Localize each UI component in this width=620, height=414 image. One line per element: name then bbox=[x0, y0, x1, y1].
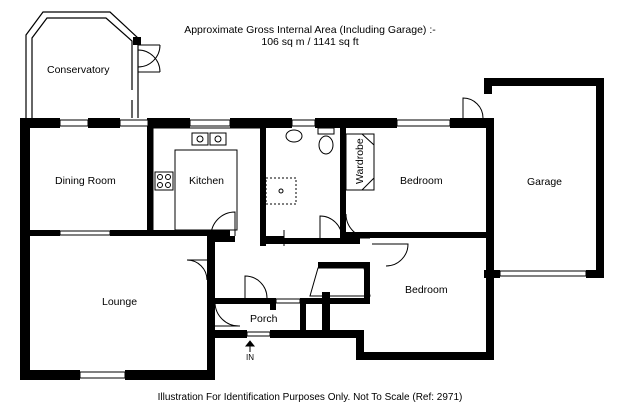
room-label-lounge: Lounge bbox=[102, 296, 138, 308]
floor-area-heading: Approximate Gross Internal Area (Includi… bbox=[160, 24, 460, 48]
entrance-arrow-icon bbox=[244, 340, 256, 352]
room-label-bedroom-1: Bedroom bbox=[400, 175, 443, 187]
room-label-kitchen: Kitchen bbox=[189, 175, 225, 187]
kitchen-units bbox=[152, 127, 260, 231]
door-swings bbox=[186, 97, 484, 327]
conservatory-door bbox=[137, 44, 161, 73]
entrance-label: IN bbox=[246, 353, 254, 362]
bathroom-fixtures bbox=[265, 127, 335, 205]
garage-door bbox=[499, 270, 587, 277]
room-label-bedroom-2: Bedroom bbox=[405, 284, 448, 296]
room-label-garage: Garage bbox=[527, 176, 563, 188]
conservatory-structure bbox=[25, 11, 139, 118]
garage-walls bbox=[484, 78, 604, 278]
conservatory-pillar bbox=[133, 37, 141, 45]
floor-area-value: 106 sq m / 1141 sq ft bbox=[261, 36, 359, 48]
wardrobe-unit bbox=[345, 133, 375, 191]
room-label-wardrobe: Wardrobe bbox=[354, 138, 366, 184]
room-label-porch: Porch bbox=[250, 313, 278, 325]
room-label-dining-room: Dining Room bbox=[55, 175, 116, 187]
floor-area-title: Approximate Gross Internal Area (Includi… bbox=[184, 24, 436, 36]
outer-walls bbox=[20, 118, 494, 380]
room-label-conservatory: Conservatory bbox=[47, 64, 110, 76]
windows bbox=[59, 119, 451, 379]
disclaimer-footer: Illustration For Identification Purposes… bbox=[157, 392, 463, 403]
interior-walls bbox=[20, 118, 486, 338]
